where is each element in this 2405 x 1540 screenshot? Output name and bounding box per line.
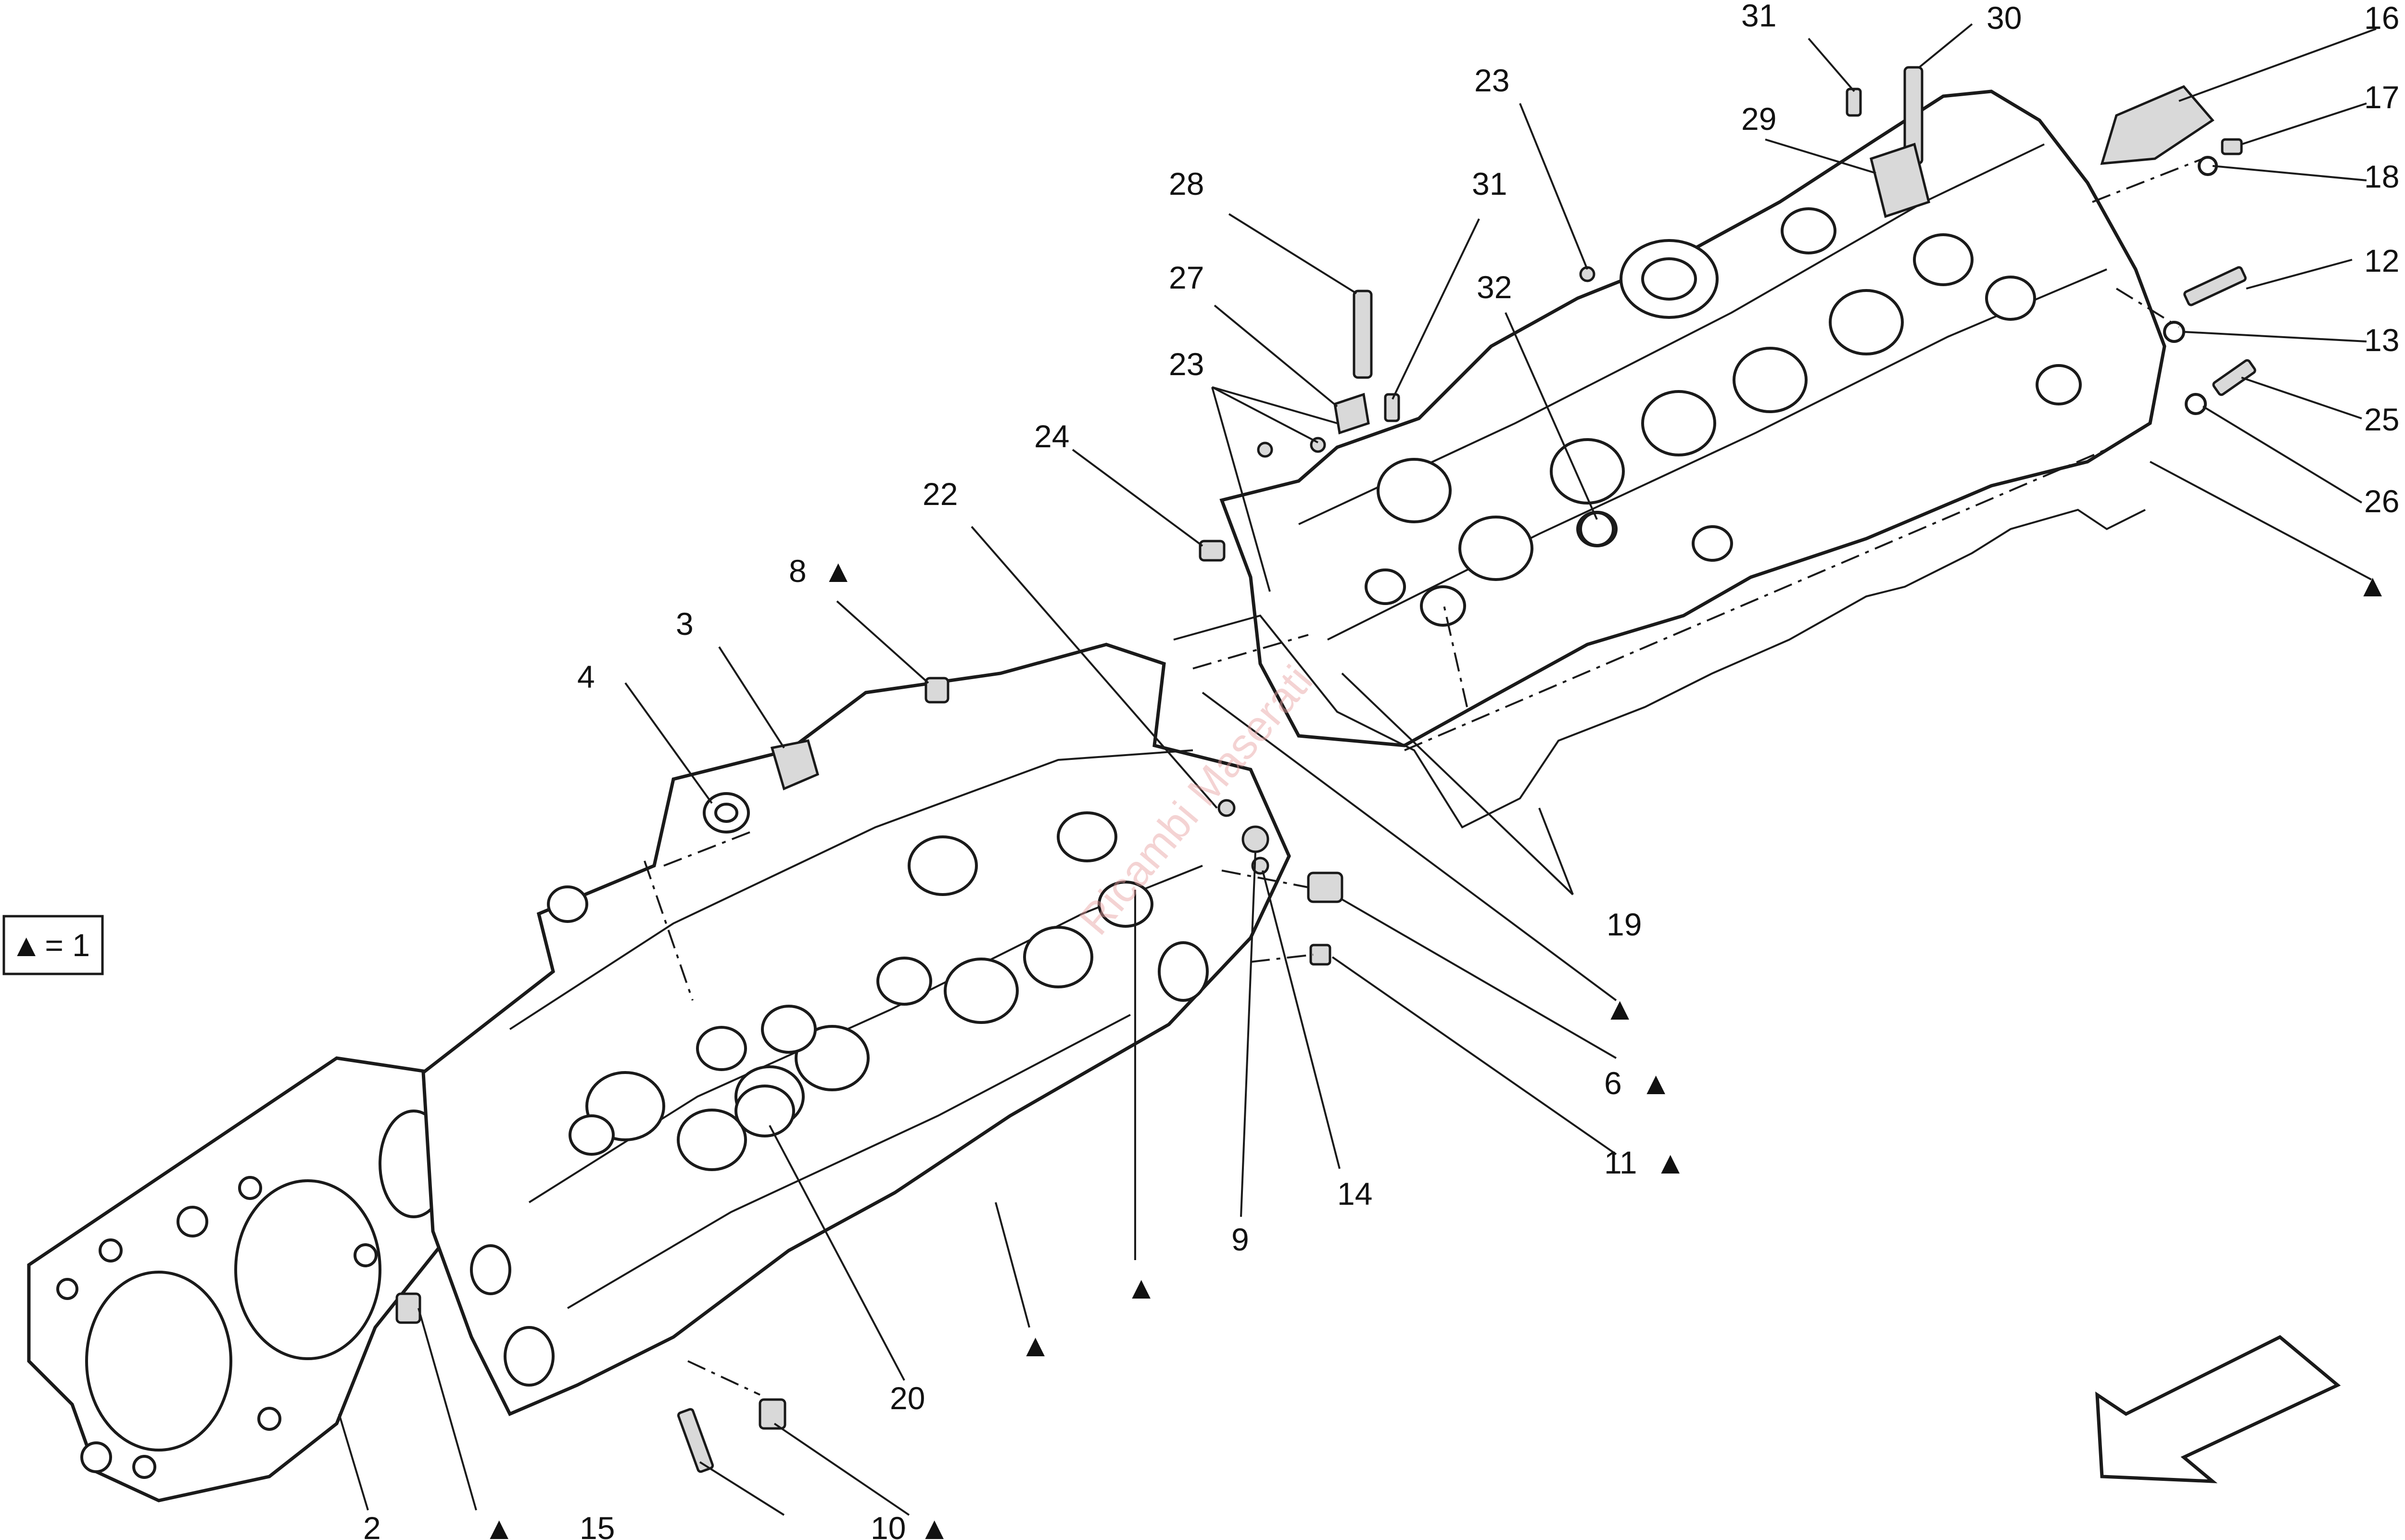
bracket-29 [1870, 142, 1930, 218]
label-4: 4 [577, 659, 595, 694]
marker-11: ▲ [1655, 1145, 1686, 1180]
plug-9 [1241, 825, 1269, 853]
direction-arrow-icon [2095, 1335, 2341, 1483]
ring-32 [1579, 511, 1615, 547]
label-18: 18 [2364, 159, 2399, 194]
label-25: 25 [2364, 402, 2399, 437]
bolt-12 [2183, 266, 2247, 306]
label-24: 24 [1034, 418, 1069, 454]
assembly-lines [644, 158, 2203, 1396]
label-31-mid: 31 [1472, 166, 1507, 202]
left-cylinder-head [421, 643, 1291, 1416]
marker-10: ▲ [919, 1510, 950, 1540]
label-3: 3 [676, 606, 694, 642]
plug-6 [1307, 871, 1343, 903]
screw-31-mid [1384, 393, 1400, 422]
label-23-left: 23 [1169, 346, 1204, 382]
bracket-27 [1333, 392, 1370, 435]
label-28: 28 [1169, 166, 1204, 202]
washer-26 [2185, 393, 2207, 415]
bolt-25 [2212, 359, 2256, 396]
label-17: 17 [2364, 79, 2399, 115]
label-20: 20 [890, 1380, 925, 1416]
right-cylinder-head [1219, 89, 2166, 747]
plug-14 [1251, 857, 1269, 875]
plug-2 [395, 1292, 421, 1324]
marker-19: ▲ [1604, 991, 1635, 1026]
label-12: 12 [2364, 243, 2399, 278]
screw-31-top [1846, 88, 1862, 117]
stud-15 [677, 1408, 714, 1473]
label-19: 19 [1607, 907, 1642, 942]
sensor-28 [1353, 290, 1373, 379]
cam-cover-gasket [1173, 508, 2146, 829]
part-labels: 2 ▲ 3 4 8 ▲ 22 24 23 27 28 31 32 23 29 3… [363, 0, 2399, 1540]
plug-8 [924, 677, 949, 704]
label-22: 22 [923, 476, 958, 512]
label-9: 9 [1231, 1222, 1249, 1257]
bushing-3 [770, 739, 820, 791]
small-parts [395, 66, 2256, 1473]
plug-10 [759, 1398, 786, 1430]
solenoid-16 [2100, 85, 2215, 165]
label-30: 30 [1987, 0, 2022, 36]
marker-2: ▲ [483, 1510, 515, 1540]
label-27: 27 [1169, 260, 1204, 295]
label-8: 8 [789, 553, 807, 589]
label-11: 11 [1604, 1145, 1637, 1180]
screw-17 [2221, 138, 2243, 155]
marker-head: ▲ [1020, 1327, 1051, 1363]
label-31-top: 31 [1741, 0, 1776, 33]
marker-9: ▲ [1126, 1270, 1157, 1305]
label-15: 15 [580, 1510, 615, 1540]
dowel-22 [1217, 799, 1236, 817]
dowel-23b [1257, 442, 1273, 458]
label-6: 6 [1604, 1065, 1622, 1101]
label-32: 32 [1477, 269, 1512, 305]
marker-right: ▲ [2357, 568, 2388, 603]
leader-lines [338, 23, 2377, 1516]
marker-6: ▲ [1640, 1065, 1671, 1101]
label-14: 14 [1337, 1176, 1372, 1212]
cylinder-head-gasket [27, 1056, 473, 1502]
legend-box: ▲= 1 [2, 915, 104, 975]
seal-20 [734, 1085, 795, 1137]
label-26: 26 [2364, 483, 2399, 519]
label-10: 10 [871, 1510, 906, 1540]
plug-24 [1199, 540, 1226, 562]
plug-11 [1309, 944, 1331, 966]
label-29: 29 [1741, 101, 1776, 137]
dowel-23a [1579, 266, 1595, 282]
marker-8: ▲ [823, 553, 854, 589]
label-13: 13 [2364, 322, 2399, 358]
label-2: 2 [363, 1510, 381, 1540]
washer-13 [2163, 321, 2185, 343]
label-16: 16 [2364, 0, 2399, 36]
legend-text: ▲= 1 [11, 927, 90, 963]
label-23-top: 23 [1474, 63, 1509, 98]
